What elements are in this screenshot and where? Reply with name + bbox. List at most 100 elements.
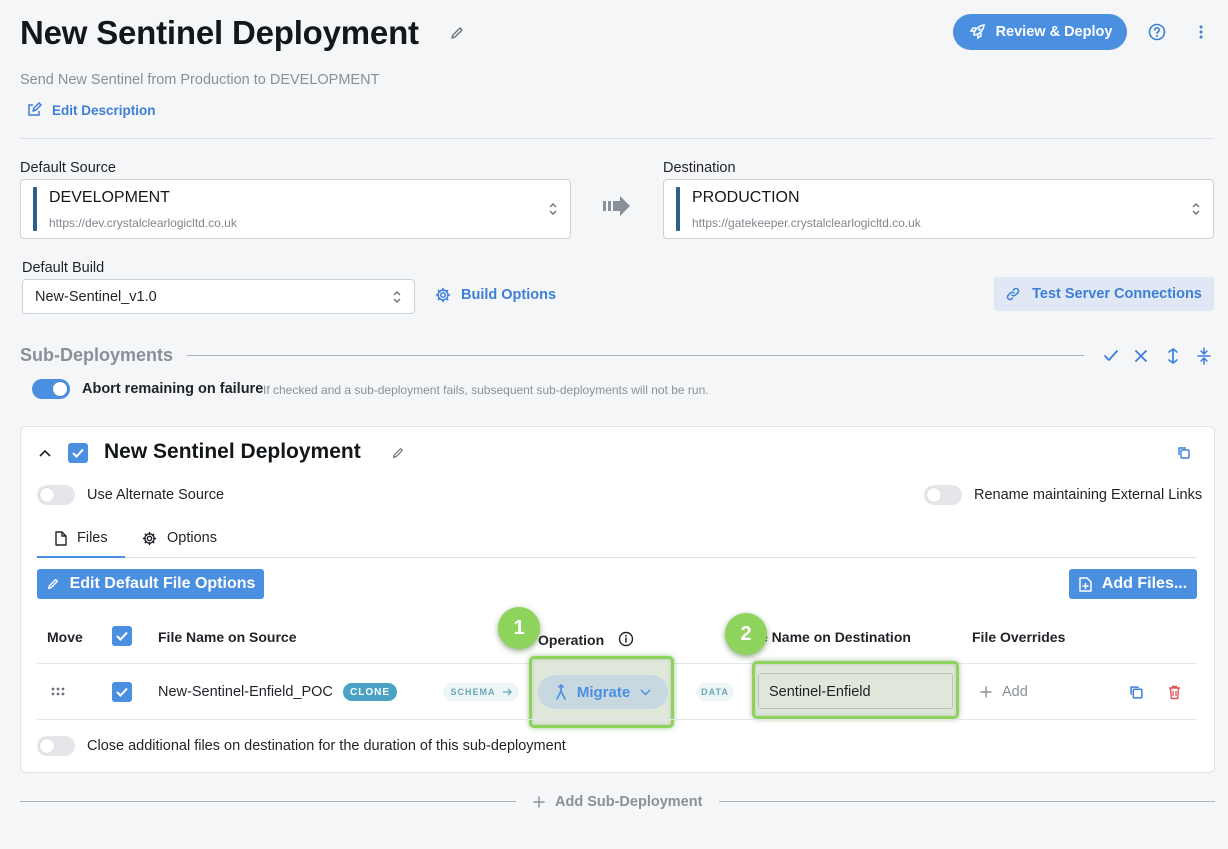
default-build-select[interactable]: New-Sentinel_v1.0 xyxy=(22,279,415,314)
edit-description-label: Edit Description xyxy=(52,102,156,118)
test-server-connections-label: Test Server Connections xyxy=(1032,286,1202,302)
build-options-button[interactable]: Build Options xyxy=(435,287,556,303)
build-value: New-Sentinel_v1.0 xyxy=(35,289,157,305)
edit-default-file-options-label: Edit Default File Options xyxy=(69,575,256,592)
source-color-bar xyxy=(33,187,37,231)
info-icon[interactable] xyxy=(614,627,638,651)
gear-icon xyxy=(142,531,157,546)
arrow-right-icon xyxy=(603,195,631,217)
column-destination: e Name on Destination xyxy=(760,629,911,645)
more-vertical-icon[interactable] xyxy=(1189,20,1213,44)
uncheck-all-icon[interactable] xyxy=(1129,344,1153,368)
add-files-label: Add Files... xyxy=(1101,575,1188,592)
edit-title-icon[interactable] xyxy=(445,21,469,45)
merge-icon xyxy=(555,684,567,700)
sub-deployment-title: New Sentinel Deployment xyxy=(104,440,361,463)
copy-icon[interactable] xyxy=(1172,441,1196,465)
alternate-source-label: Use Alternate Source xyxy=(87,487,225,503)
clone-badge: CLONE xyxy=(343,683,397,701)
expand-all-icon[interactable] xyxy=(1161,344,1185,368)
column-source: File Name on Source xyxy=(158,629,297,645)
select-all-checkbox[interactable] xyxy=(112,626,132,646)
header-divider xyxy=(20,138,1214,139)
plus-icon xyxy=(533,796,545,808)
build-options-label: Build Options xyxy=(461,287,557,303)
add-override-label: Add xyxy=(1002,684,1028,700)
destination-file-name-input[interactable]: Sentinel-Enfield xyxy=(758,673,953,709)
add-override-button[interactable]: Add xyxy=(980,684,1028,700)
destination-label: Destination xyxy=(663,160,736,176)
abort-on-failure-toggle[interactable] xyxy=(32,379,70,399)
sub-deployment-checkbox[interactable] xyxy=(68,443,88,463)
tab-options-label: Options xyxy=(167,530,217,546)
default-source-label: Default Source xyxy=(20,160,116,176)
destination-select[interactable]: PRODUCTION https://gatekeeper.crystalcle… xyxy=(663,179,1214,239)
edit-default-file-options-button[interactable]: Edit Default File Options xyxy=(37,569,264,599)
add-sub-deployment-label: Add Sub-Deployment xyxy=(555,794,703,810)
add-sub-deployment-button[interactable]: Add Sub-Deployment xyxy=(533,794,702,810)
link-icon xyxy=(1006,287,1020,301)
close-files-toggle[interactable] xyxy=(37,736,75,756)
operation-select[interactable]: Migrate xyxy=(538,675,668,709)
data-pill: DATA xyxy=(696,683,734,701)
gear-icon xyxy=(435,287,451,303)
abort-on-failure-label: Abort remaining on failure xyxy=(82,381,264,397)
source-url: https://dev.crystalclearlogicltd.co.uk xyxy=(49,216,237,230)
rename-links-label: Rename maintaining External Links xyxy=(974,487,1203,503)
chevron-up-icon[interactable] xyxy=(33,441,57,465)
source-name: DEVELOPMENT xyxy=(49,189,170,206)
sub-deployments-title: Sub-Deployments xyxy=(20,345,174,365)
column-overrides: File Overrides xyxy=(972,629,1066,645)
pencil-icon xyxy=(46,577,60,591)
add-divider-right xyxy=(719,801,1215,802)
edit-description-link[interactable]: Edit Description xyxy=(26,102,156,118)
chevron-up-down-icon xyxy=(1191,202,1201,216)
drag-handle-icon[interactable] xyxy=(46,680,70,704)
schema-label: SCHEMA xyxy=(450,687,496,697)
page-title: New Sentinel Deployment xyxy=(20,14,419,51)
close-files-label: Close additional files on destination fo… xyxy=(87,738,566,754)
check-all-icon[interactable] xyxy=(1099,344,1123,368)
abort-on-failure-hint: If checked and a sub-deployment fails, s… xyxy=(263,383,709,397)
add-files-button[interactable]: Add Files... xyxy=(1069,569,1197,599)
plus-icon xyxy=(980,686,992,698)
chevron-up-down-icon xyxy=(548,202,558,216)
column-operation: Operation xyxy=(538,632,605,648)
chevron-up-down-icon xyxy=(392,290,402,304)
add-divider-left xyxy=(20,801,516,802)
tab-files[interactable]: Files xyxy=(55,530,108,546)
file-add-icon xyxy=(1079,576,1092,592)
row-divider xyxy=(37,719,1197,720)
source-file-name: New-Sentinel-Enfield_POC xyxy=(158,684,333,700)
edit-icon xyxy=(26,102,42,118)
tabs-divider xyxy=(37,557,1197,558)
duplicate-file-icon[interactable] xyxy=(1124,680,1148,704)
destination-name: PRODUCTION xyxy=(692,189,800,206)
section-divider xyxy=(187,355,1084,356)
default-build-label: Default Build xyxy=(22,260,105,276)
review-deploy-button[interactable]: Review & Deploy xyxy=(953,14,1127,50)
edit-subdeployment-icon[interactable] xyxy=(386,441,410,465)
chevron-down-icon xyxy=(640,688,651,696)
column-move: Move xyxy=(47,629,83,645)
help-icon[interactable] xyxy=(1145,20,1169,44)
file-icon xyxy=(55,530,67,546)
step-marker-1: 1 xyxy=(498,607,540,649)
page-subtitle: Send New Sentinel from Production to DEV… xyxy=(20,72,380,88)
review-deploy-label: Review & Deploy xyxy=(995,24,1113,40)
tab-files-label: Files xyxy=(77,530,108,546)
tab-options[interactable]: Options xyxy=(142,530,217,546)
file-row-checkbox[interactable] xyxy=(112,682,132,702)
active-tab-indicator xyxy=(37,556,125,558)
default-source-select[interactable]: DEVELOPMENT https://dev.crystalclearlogi… xyxy=(20,179,571,239)
schema-pill: SCHEMA xyxy=(443,683,519,701)
rocket-icon xyxy=(968,23,986,41)
rename-links-toggle[interactable] xyxy=(924,485,962,505)
step-marker-2: 2 xyxy=(725,613,767,655)
destination-url: https://gatekeeper.crystalclearlogicltd.… xyxy=(692,216,921,230)
destination-color-bar xyxy=(676,187,680,231)
collapse-all-icon[interactable] xyxy=(1192,344,1216,368)
alternate-source-toggle[interactable] xyxy=(37,485,75,505)
delete-icon[interactable] xyxy=(1162,680,1186,704)
test-server-connections-button[interactable]: Test Server Connections xyxy=(994,277,1214,311)
